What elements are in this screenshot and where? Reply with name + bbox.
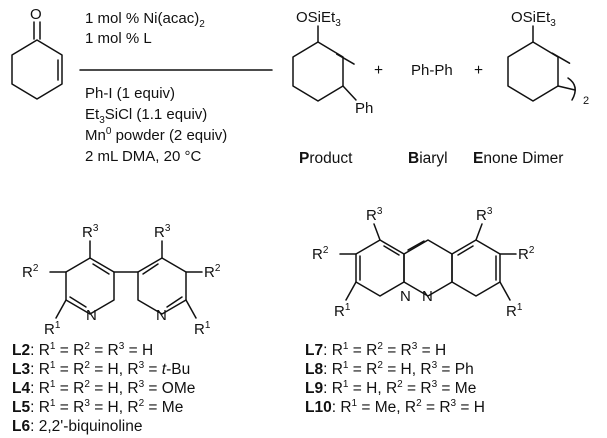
- ligand-L4: L4: R1 = R2 = H, R3 = OMe: [12, 379, 196, 397]
- svg-text:R3: R3: [82, 223, 99, 241]
- svg-text:Ph-I (1 equiv): Ph-I (1 equiv): [85, 85, 175, 102]
- ligand-L8: L8: R1 = R2 = H, R3 = Ph: [305, 360, 474, 378]
- bipyridine-labels: R3 R3 R2 R2 N N R1 R1: [22, 223, 221, 338]
- svg-text:R2: R2: [204, 263, 221, 281]
- plus-sign-2: +: [474, 62, 483, 79]
- product-caption: Product: [299, 150, 353, 167]
- svg-text:R2: R2: [22, 263, 39, 281]
- ligand-L7: L7: R1 = R2 = R3 = H: [305, 341, 447, 359]
- enone-dimer-structure: [507, 25, 576, 102]
- dimer-subscript: 2: [583, 95, 589, 107]
- svg-text:R1: R1: [506, 302, 523, 320]
- product-phenyl-label: Ph: [355, 100, 373, 117]
- phenanthroline-structure: [339, 223, 517, 301]
- ligand-L3: L3: R1 = R2 = H, R3 = t-Bu: [12, 360, 191, 378]
- biphenyl-label: Ph-Ph: [411, 62, 453, 79]
- svg-text:1 mol % Ni(acac)2: 1 mol % Ni(acac)2: [85, 10, 205, 30]
- phenanthroline-labels: R3 R3 R2 R2 N N R1 R1: [312, 206, 535, 320]
- svg-text:R1: R1: [44, 320, 61, 338]
- svg-text:N: N: [86, 307, 97, 324]
- dimer-silyl-label: OSiEt3: [511, 9, 556, 29]
- product-structure: [292, 25, 357, 102]
- svg-text:N: N: [400, 288, 411, 305]
- oxygen-label: O: [30, 6, 42, 23]
- svg-text:2 mL DMA, 20 °C: 2 mL DMA, 20 °C: [85, 148, 201, 165]
- ligand-L10: L10: R1 = Me, R2 = R3 = H: [305, 398, 485, 416]
- cyclohexenone-structure: [11, 21, 63, 100]
- svg-text:R2: R2: [518, 245, 535, 263]
- plus-sign-1: +: [374, 62, 383, 79]
- bipyridine-structure: [49, 240, 203, 319]
- product-silyl-label: OSiEt3: [296, 9, 341, 29]
- svg-text:R3: R3: [476, 206, 493, 224]
- svg-text:R2: R2: [312, 245, 329, 263]
- svg-text:R3: R3: [366, 206, 383, 224]
- svg-text:Et3SiCl (1.1 equiv): Et3SiCl (1.1 equiv): [85, 106, 207, 126]
- enone-dimer-caption: Enone Dimer: [473, 150, 563, 167]
- svg-text:R3: R3: [154, 223, 171, 241]
- svg-text:N: N: [156, 307, 167, 324]
- ligand-L6: L6: 2,2'-biquinoline: [12, 418, 143, 435]
- svg-text:1 mol % L: 1 mol % L: [85, 30, 152, 47]
- svg-text:R1: R1: [194, 320, 211, 338]
- biaryl-caption: Biaryl: [408, 150, 448, 167]
- reaction-conditions: 1 mol % Ni(acac)2 1 mol % L Ph-I (1 equi…: [85, 10, 227, 165]
- svg-text:Mn0 powder (2 equiv): Mn0 powder (2 equiv): [85, 126, 227, 144]
- svg-text:N: N: [422, 288, 433, 305]
- ligand-L2: L2: R1 = R2 = R3 = H: [12, 341, 154, 359]
- ligand-L9: L9: R1 = H, R2 = R3 = Me: [305, 379, 477, 397]
- svg-text:R1: R1: [334, 302, 351, 320]
- ligand-L5: L5: R1 = R3 = H, R2 = Me: [12, 398, 184, 416]
